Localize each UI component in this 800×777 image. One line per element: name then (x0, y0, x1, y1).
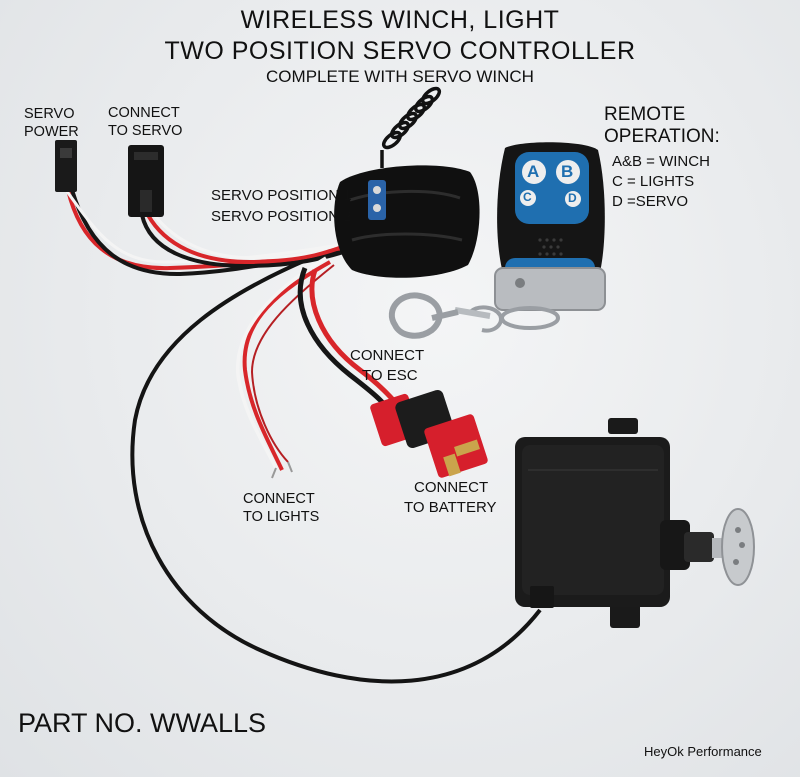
label-connect-to-battery: CONNECT TO BATTERY (404, 479, 497, 516)
servo-connector (128, 145, 164, 217)
label-connect-to-servo: CONNECT TO SERVO (108, 105, 183, 139)
remote-button-d (565, 191, 581, 207)
part-number: PART NO. WWALLS (18, 708, 267, 738)
label-connect-to-lights: CONNECT TO LIGHTS (243, 491, 320, 525)
remote-button-c (520, 190, 536, 206)
remote-button-b-label: B (561, 162, 574, 181)
keyring (388, 292, 560, 339)
antenna-coil (380, 86, 442, 168)
remote-operation-item: D =SERVO (612, 193, 689, 210)
remote-operation-block: REMOTE OPERATION: A&B = WINCH C = LIGHTS… (604, 104, 720, 212)
remote-button-a-label: A (527, 162, 540, 181)
label-servo-position-2: SERVO POSITION 2 (211, 208, 352, 225)
remote-operation-heading-2: OPERATION: (604, 126, 720, 147)
servo-cable (130, 248, 542, 684)
servo-winch (515, 418, 755, 628)
servo-wire-harness (64, 189, 351, 277)
brand-credit: HeyOk Performance (644, 744, 762, 759)
title-line-3: COMPLETE WITH SERVO WINCH (266, 67, 534, 86)
lights-wires (236, 256, 335, 479)
servo-position-trimpots (368, 180, 386, 220)
label-servo-position-1: SERVO POSITION 1 (211, 187, 352, 204)
label-connect-to-esc: CONNECT TO ESC (350, 347, 425, 384)
remote-button-d-label: D (568, 191, 577, 205)
esc-wires (297, 267, 402, 416)
remote-operation-heading-1: REMOTE (604, 104, 686, 125)
remote-button-c-label: C (523, 190, 532, 204)
remote-button-b (556, 160, 580, 184)
servo-power-connector (55, 140, 77, 192)
remote-button-a (522, 160, 546, 184)
t-plug-connector (370, 390, 488, 478)
remote-operation-item: C = LIGHTS (612, 173, 695, 190)
label-servo-power: SERVO POWER (24, 106, 79, 140)
remote-operation-item: A&B = WINCH (612, 153, 710, 170)
controller-module (334, 165, 480, 278)
title-line-2: TWO POSITION SERVO CONTROLLER (164, 37, 636, 65)
remote-fob (494, 142, 606, 311)
title-line-1: WIRELESS WINCH, LIGHT (240, 6, 560, 34)
